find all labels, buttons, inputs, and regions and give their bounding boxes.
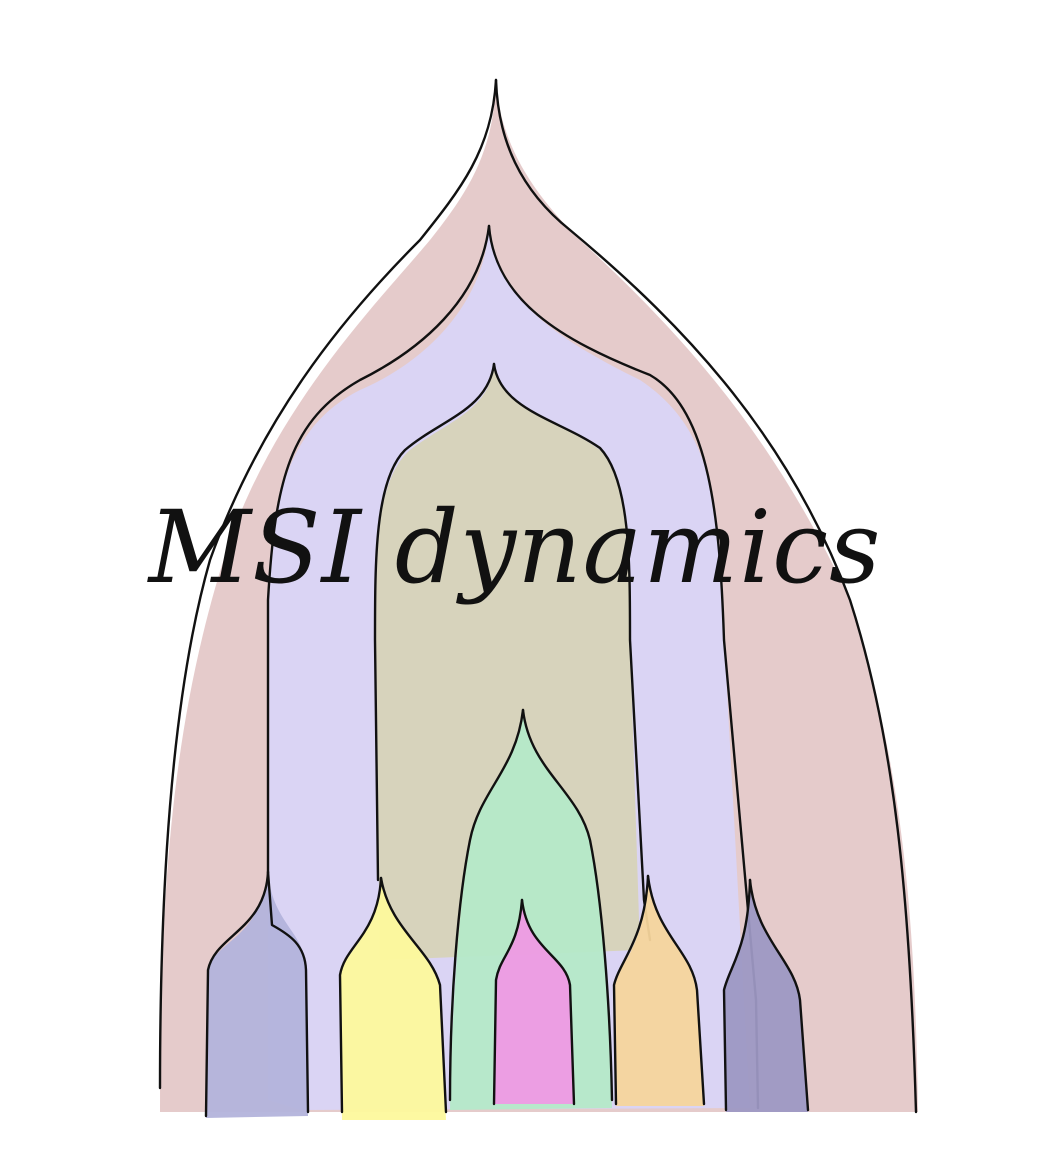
pillar-1 xyxy=(204,870,310,1118)
pillar-2 xyxy=(338,876,448,1120)
logo-title: MSI dynamics xyxy=(148,489,882,606)
pillar-4 xyxy=(612,874,706,1106)
pillar-3 xyxy=(492,898,576,1106)
pillar-5 xyxy=(722,878,810,1112)
